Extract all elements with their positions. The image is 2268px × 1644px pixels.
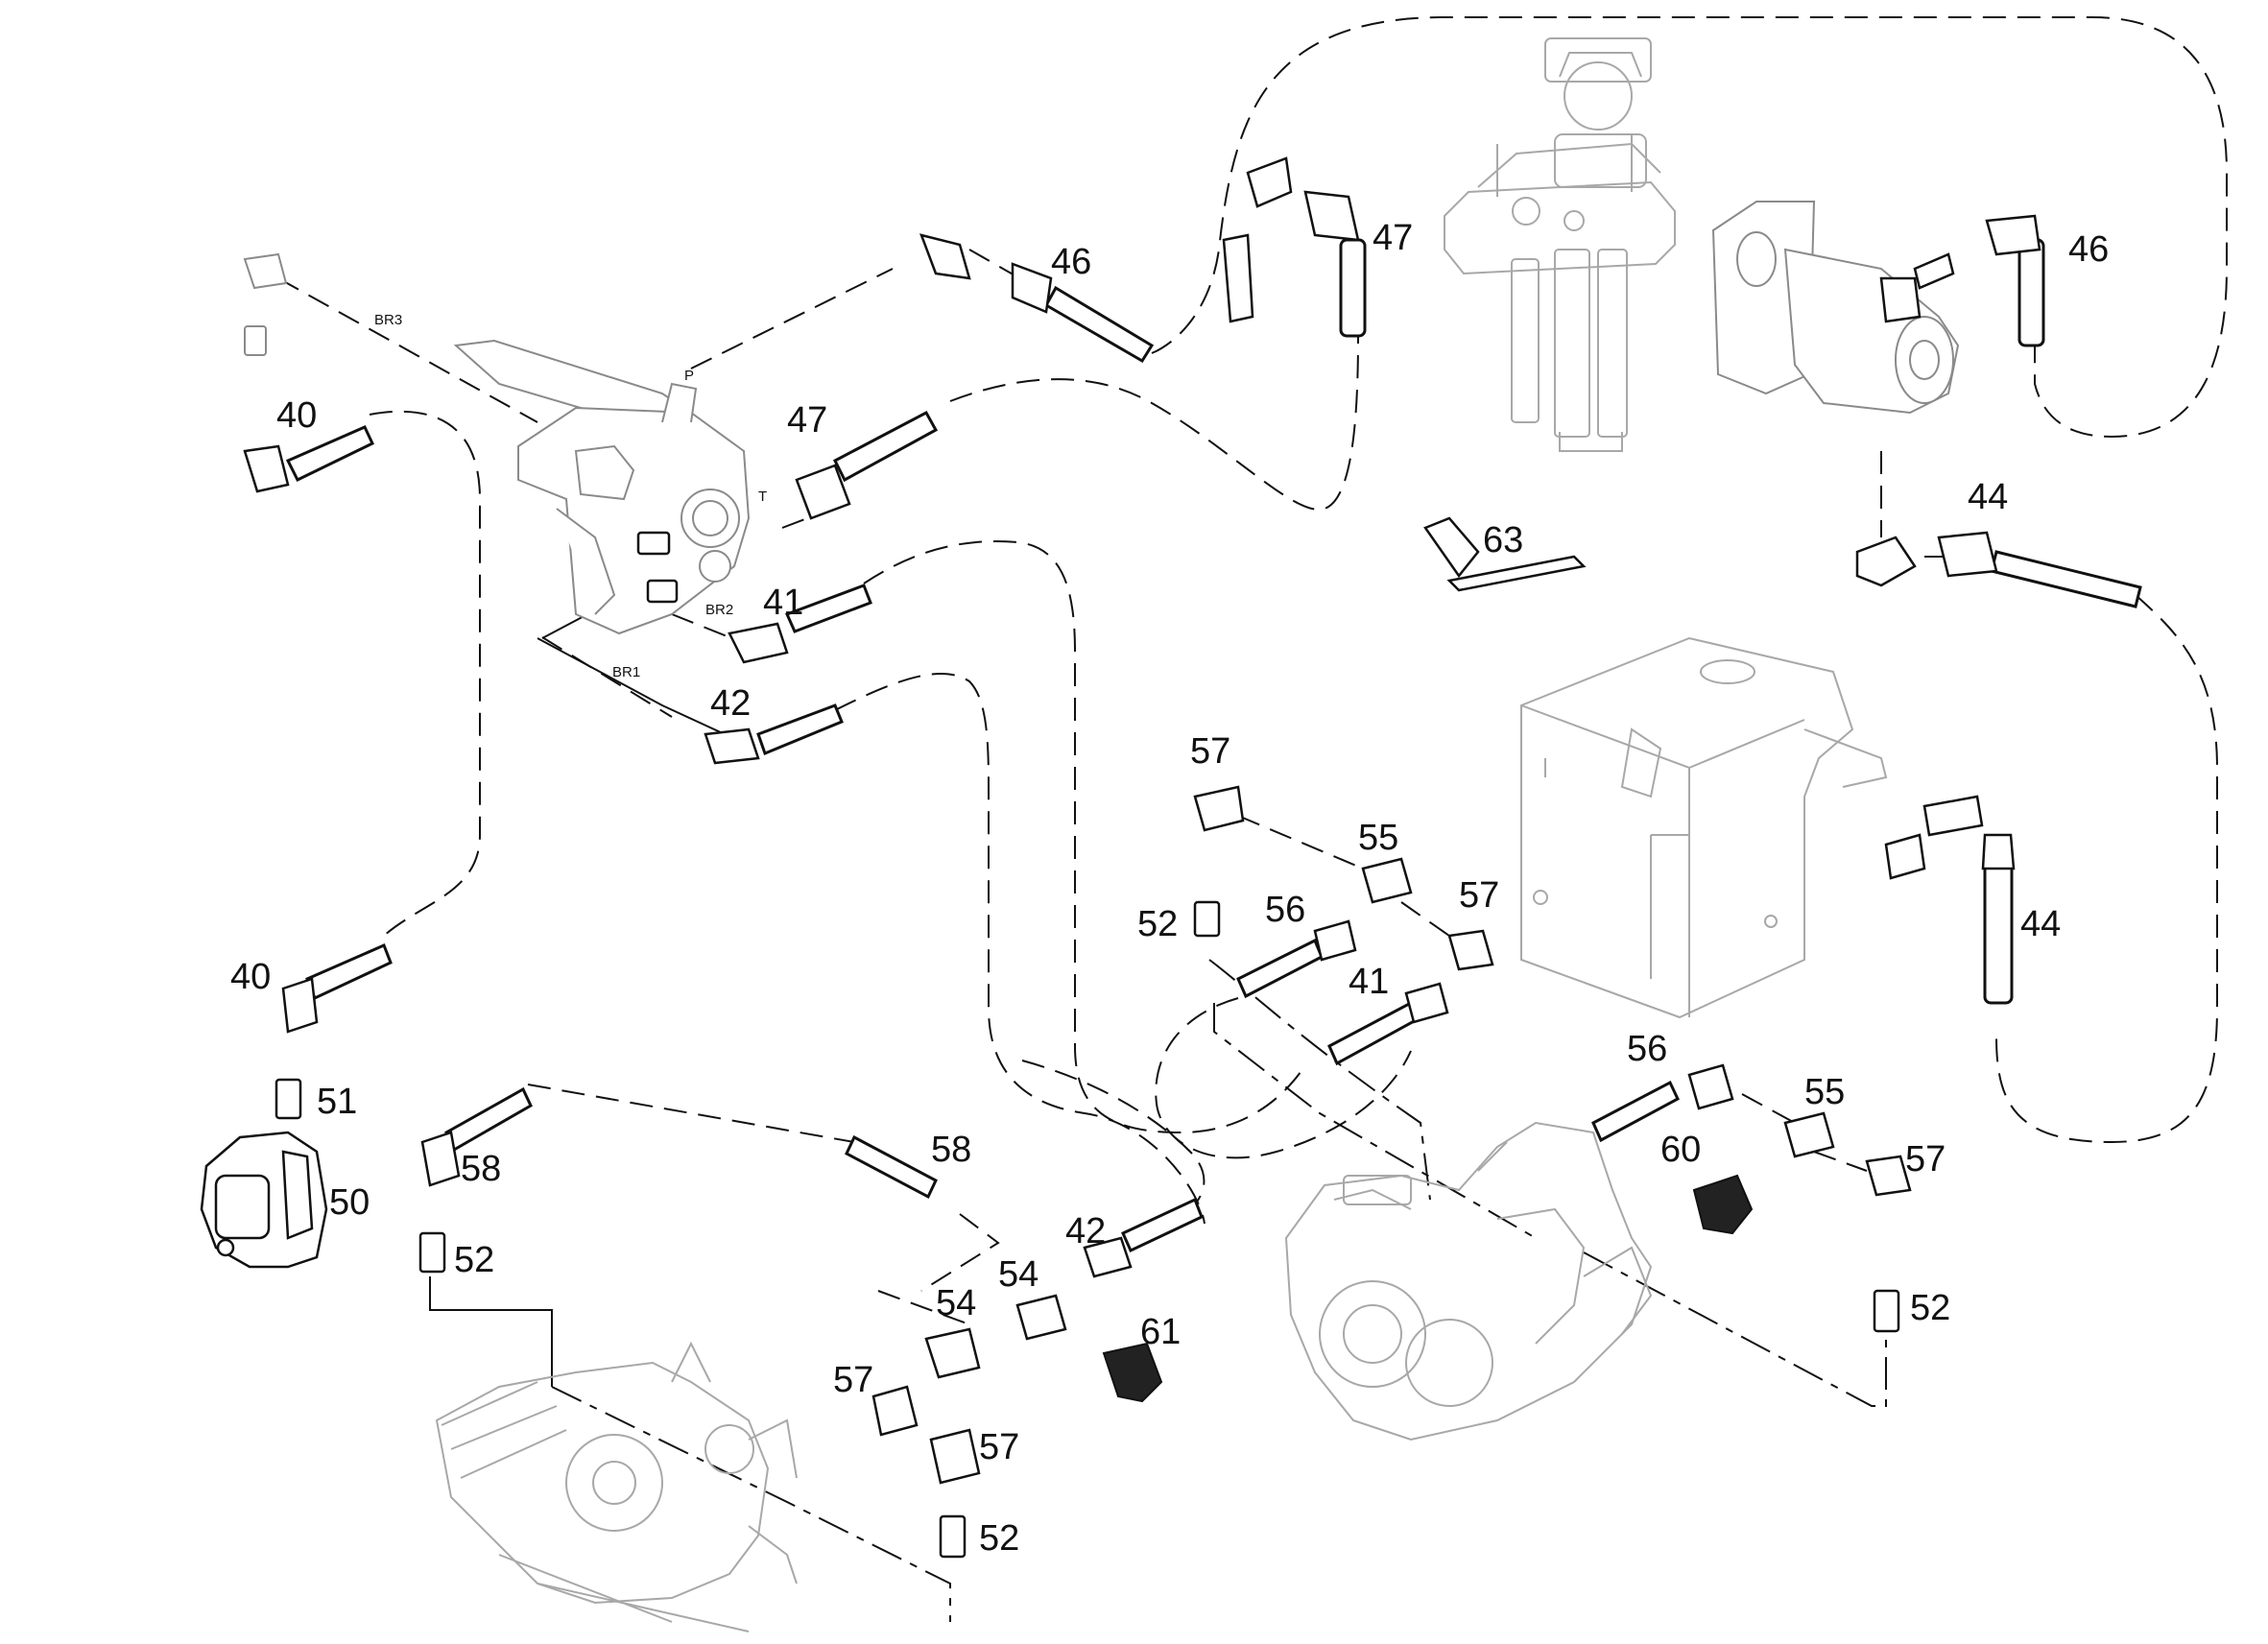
fittings — [243, 156, 1984, 1559]
callout-52-d: 52 — [1910, 1288, 1950, 1328]
callout-42-top: 42 — [710, 683, 751, 724]
heater-box-assembly — [1520, 636, 1888, 1019]
callout-60: 60 — [1660, 1130, 1701, 1170]
callout-56-b: 56 — [1627, 1029, 1667, 1069]
routing-lines — [277, 16, 2228, 1622]
brake-valve — [453, 339, 751, 635]
callout-57-e: 57 — [1905, 1139, 1946, 1179]
rear-axle-assembly — [435, 1341, 798, 1632]
callout-41-mid: 41 — [1349, 962, 1389, 1002]
port-labels: BR3 P T BR2 BR1 — [374, 312, 767, 680]
callout-52-b: 52 — [454, 1240, 494, 1280]
port-br3: BR3 — [374, 312, 402, 328]
callout-46-left: 46 — [1051, 242, 1091, 282]
callout-57-c: 57 — [833, 1360, 873, 1400]
callout-51: 51 — [317, 1082, 357, 1122]
port-br1: BR1 — [612, 664, 640, 680]
callout-47-lower: 47 — [787, 400, 827, 441]
callout-52-c: 52 — [979, 1518, 1019, 1559]
callout-61: 61 — [1140, 1312, 1181, 1352]
callout-57-b: 57 — [1459, 875, 1499, 916]
callout-54-b: 54 — [998, 1254, 1039, 1295]
port-t: T — [758, 488, 767, 505]
callout-55-b: 55 — [1804, 1072, 1845, 1112]
callout-57-a: 57 — [1190, 731, 1230, 772]
callout-52-a: 52 — [1137, 904, 1178, 944]
callout-40-bottom: 40 — [230, 957, 271, 997]
port-p: P — [684, 368, 694, 384]
callout-47-upper: 47 — [1373, 218, 1413, 258]
callout-55-a: 55 — [1358, 818, 1398, 858]
callout-40-top: 40 — [276, 395, 317, 436]
callout-42-bottom: 42 — [1065, 1211, 1106, 1251]
caliper-50 — [200, 1131, 328, 1269]
callout-labels: 40 40 41 41 42 42 44 44 46 46 47 47 50 5… — [230, 218, 2109, 1559]
callout-50: 50 — [329, 1182, 370, 1223]
callout-44-side: 44 — [2020, 904, 2061, 944]
transmission-assembly — [1284, 1121, 1653, 1441]
callout-46-right: 46 — [2068, 229, 2109, 270]
callout-57-d: 57 — [979, 1427, 1019, 1467]
callout-54-a: 54 — [936, 1283, 976, 1323]
callout-58-a: 58 — [461, 1149, 501, 1189]
callout-58-b: 58 — [931, 1130, 971, 1170]
port-br2: BR2 — [705, 602, 733, 618]
hoses — [243, 190, 2142, 1278]
callout-41-top: 41 — [763, 583, 803, 623]
callout-44-top: 44 — [1968, 477, 2008, 517]
callout-56-a: 56 — [1265, 890, 1305, 930]
callout-63: 63 — [1483, 520, 1523, 560]
pump-assembly — [1711, 201, 1960, 415]
reservoir-assembly — [1444, 37, 1676, 452]
